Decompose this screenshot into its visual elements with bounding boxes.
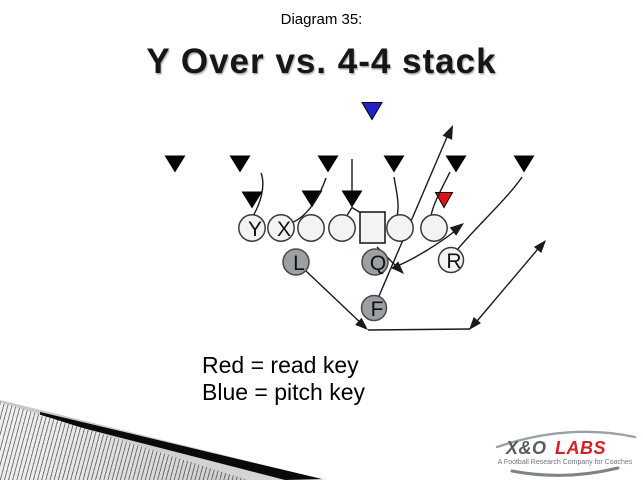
logo-swoosh-top-arc xyxy=(495,430,637,449)
logo-swoosh-bottom-arc xyxy=(510,466,620,477)
assignment-lines xyxy=(252,129,544,331)
pitch-path-horizontal-line xyxy=(367,328,471,331)
legend-pitch-key: Blue = pitch key xyxy=(202,379,366,405)
fullback-run-line xyxy=(378,129,451,297)
quarterback-arrowhead xyxy=(449,223,464,236)
lineman-circle xyxy=(297,214,325,242)
defender-triangle xyxy=(229,155,251,173)
diagram-number-heading: Diagram 35: xyxy=(280,11,363,28)
defender-triangle xyxy=(383,155,405,173)
block-line-y xyxy=(252,172,264,217)
quarterback-circle xyxy=(361,248,389,276)
fullback-arrowhead xyxy=(442,125,453,140)
logo-swoosh xyxy=(495,430,637,477)
logo-brandline: X&O LABS xyxy=(506,438,640,459)
pitch-lower-arrowhead xyxy=(469,316,482,330)
defender-triangle xyxy=(241,191,263,209)
center-square xyxy=(359,211,386,244)
second-level-defenders xyxy=(164,155,535,173)
block-line-r xyxy=(456,176,523,251)
fullback-circle xyxy=(360,294,388,322)
arrowheads xyxy=(355,125,546,330)
right-back-circle xyxy=(437,246,465,274)
player-label-l: L xyxy=(293,252,305,275)
player-label-y: Y xyxy=(248,218,262,241)
lineman-circle-x xyxy=(267,214,295,242)
key-legend: Red = read key Blue = pitch key xyxy=(202,352,365,406)
pitch-path-diagonal-line xyxy=(471,242,544,328)
defender-triangle xyxy=(317,155,339,173)
pitch-key-triangle xyxy=(361,102,383,121)
left-back-motion-line xyxy=(305,270,365,327)
player-label-x: X xyxy=(277,218,291,241)
player-label-f: F xyxy=(371,298,384,321)
page-title: Y Over vs. 4-4 stack xyxy=(146,42,497,81)
xo-labs-logo: X&O LABS A Football Research Company for… xyxy=(488,426,640,480)
defender-triangle xyxy=(164,155,186,173)
offensive-line xyxy=(238,211,448,244)
defender-triangle xyxy=(445,155,467,173)
lineman-circle-y xyxy=(238,214,266,242)
defender-triangle xyxy=(341,190,363,208)
left-back-circle xyxy=(282,248,310,276)
legend-read-key: Red = read key xyxy=(202,352,359,378)
block-line-x xyxy=(290,177,327,224)
block-line-tackle xyxy=(430,171,451,217)
pitch-upper-arrowhead xyxy=(533,240,546,254)
defender-triangle xyxy=(301,190,323,208)
backfield xyxy=(282,246,465,322)
logo-tagline: A Football Research Company for Coaches xyxy=(497,459,633,466)
double-team-lines xyxy=(345,206,362,218)
player-label-q: Q xyxy=(370,252,386,275)
logo-labs-text: LABS xyxy=(555,438,607,458)
read-key-triangle xyxy=(434,192,454,209)
lineman-circle xyxy=(420,214,448,242)
line-level-defenders xyxy=(241,190,363,209)
lineman-circle xyxy=(328,214,356,242)
logo-xo-text: X&O xyxy=(506,438,547,458)
player-label-r: R xyxy=(446,250,461,273)
defender-triangle xyxy=(513,155,535,173)
block-line-guard xyxy=(393,176,399,217)
left-back-arrowhead xyxy=(355,317,368,330)
lineman-circle xyxy=(386,214,414,242)
mesh-arrowhead xyxy=(391,261,404,274)
